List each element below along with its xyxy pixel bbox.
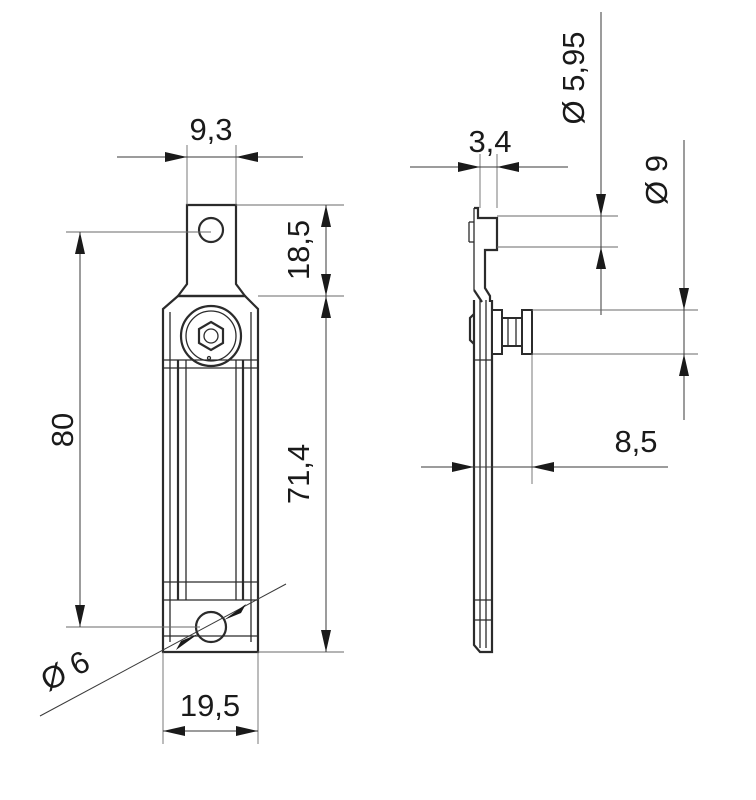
- front-dimensions: 9,3 80 18,5 71,4 Ø 6 19,5: [35, 112, 344, 744]
- pin-head: [521, 309, 533, 355]
- bottom-hole: [194, 610, 228, 644]
- dim-total-length: 80: [45, 413, 80, 447]
- side-tab: [474, 206, 499, 302]
- pin-shaft: [501, 317, 523, 347]
- side-plate: [472, 300, 494, 654]
- dim-pin-large-diameter: Ø 9: [639, 155, 674, 205]
- side-view: [468, 206, 533, 654]
- tab-hole: [197, 216, 225, 244]
- dim-tab-length: 18,5: [281, 220, 316, 280]
- front-view: [161, 203, 260, 654]
- dim-hole-diameter: Ø 6: [35, 644, 96, 698]
- hex-socket-icon: [197, 320, 225, 352]
- dim-body-length: 71,4: [281, 444, 316, 504]
- dim-pin-small-diameter: Ø 5,95: [556, 31, 591, 124]
- dim-pin-offset: 8,5: [614, 424, 657, 459]
- side-dimensions: 3,4 Ø 5,95 Ø 9 8,5: [410, 12, 698, 484]
- dim-side-thickness: 3,4: [468, 124, 511, 159]
- pin-base: [491, 309, 503, 355]
- screw-head: [179, 304, 243, 368]
- dim-top-width: 9,3: [189, 112, 232, 147]
- dim-body-width: 19,5: [180, 688, 240, 723]
